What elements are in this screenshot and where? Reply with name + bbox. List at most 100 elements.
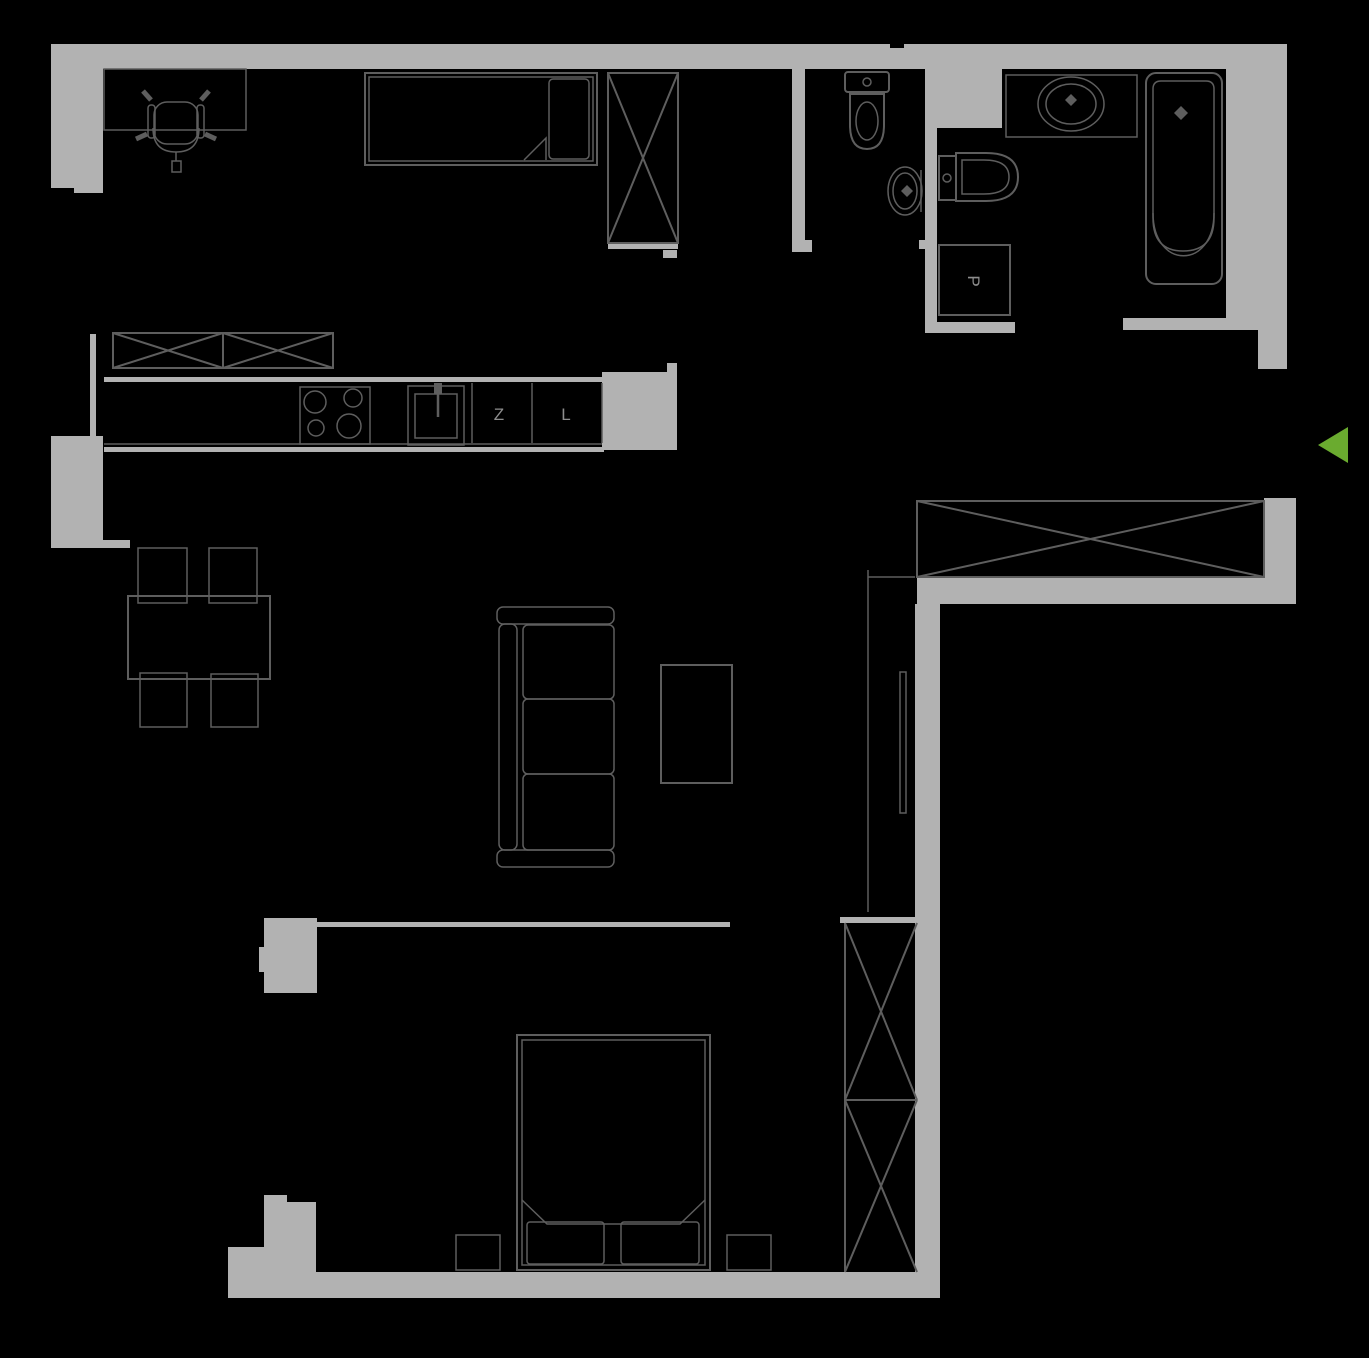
wall-notch-top [890,44,904,48]
dining-chair [208,547,258,604]
chair-armrest-left [147,104,156,139]
chair-foot [134,131,149,142]
wall-left-upper [51,44,103,188]
appliance-labels: Z L P [494,275,983,424]
hall-boundary [867,570,915,912]
chair-foot [141,89,153,102]
wc-sink-tap-icon [901,185,913,197]
chair-base [171,160,182,173]
hall-closet [916,500,1265,578]
dining-chair [137,547,188,604]
wall-wc-right-stub [919,240,925,249]
washing-machine-outline [938,244,1011,316]
wall-corridor-vertical [915,604,940,1272]
wall-wc-left [792,68,805,252]
bathtub-inner [1152,80,1215,252]
wall-right [1226,44,1287,318]
wardrobe-cross [607,72,679,244]
wall-wc-left-stub [805,240,812,252]
wall-bottom-left-block [264,1195,316,1272]
toilet-tank [844,71,890,93]
bed-pillow [548,78,590,160]
dining-chair [139,672,188,728]
wall-left-mid [51,436,103,548]
bed-mattress [368,76,594,162]
wall-left-upper-stub [74,188,103,193]
kitchen-cells [104,383,603,445]
stove-burner [336,413,362,439]
wall-bathroom-bottom [1123,318,1287,330]
wall-kitchen-back-line [104,377,602,382]
wall-bottom-left-protrusion [228,1247,264,1298]
sofa [496,606,615,868]
bathroom-sink-counter [1005,74,1138,138]
sofa-back [498,623,518,851]
cabinet-cross [222,332,334,369]
wall-right-stub [1258,318,1287,369]
double-bed [455,1034,772,1271]
bed-frame [516,1034,711,1271]
hall-radiator [899,671,907,814]
bathroom-sink-tap-icon [1065,94,1077,106]
wall-wc-right [925,68,937,325]
wardrobe-single-bedroom [607,72,679,244]
closet-cross [844,922,918,1101]
kitchen-upper-cabinet [112,332,334,369]
closet-cross [916,500,1265,578]
bed-blanket-fold [523,136,547,161]
filled-details [434,94,1188,394]
toilet-bowl-inner [855,101,879,141]
toilet-bowl [849,93,885,151]
stove-burner [307,419,325,437]
wall-wardrobe1-line [608,244,678,249]
stove-burner [303,390,327,414]
bathtub-outline [1145,72,1223,285]
nightstand [726,1234,772,1271]
wall-notches [287,44,904,1202]
toilet-bathroom [938,152,1020,202]
wardrobe-outline [607,72,679,244]
bathtub [1145,72,1223,285]
coffee-table [660,664,733,784]
washing-machine-label: P [964,275,983,286]
chair-foot [203,131,218,142]
dishwasher-label: Z [494,405,504,424]
wall-laundry-bottom [925,322,1015,333]
sofa-seat [522,773,615,851]
chair-armrest-right [196,104,205,139]
nightstand [455,1234,501,1271]
desk-top [103,68,247,131]
kitchen-tap-icon [434,383,442,394]
wall-chunk-living-left [264,918,317,993]
washing-machine [938,244,1011,316]
bed-mattress [521,1039,706,1266]
closet-outline [916,500,1265,578]
chair-foot [199,89,211,102]
wall-corridor-horizontal [917,577,1296,604]
wall-notch-bottom-left [287,1195,316,1202]
walls [51,44,1296,1298]
bedroom-closet [844,922,918,1273]
bed-pillow [620,1221,700,1265]
wall-duct-block [937,68,1002,128]
entrance-arrow-icon [1318,427,1348,463]
sink-basin-inner [892,172,918,210]
office-chair [134,89,218,173]
cabinet-cross [112,332,224,369]
wall-top [51,44,1287,69]
dining-chair [210,673,259,728]
window-line-left [90,334,96,438]
toilet-bowl-inner [961,159,1010,195]
wall-chunk-living-left-stub [259,947,264,972]
toilet-button [862,77,872,87]
chair-seat [153,101,199,145]
sink-counter [1005,74,1138,138]
wall-kitchen-front-line [104,447,604,452]
closet-cross [844,1099,918,1273]
wall-closet-top-line [840,917,917,923]
wall-bottom [264,1272,940,1298]
single-bed [364,72,598,166]
toilet-wc [844,71,890,151]
dining-table [127,595,271,680]
wall-wardrobe1-step [663,250,677,258]
